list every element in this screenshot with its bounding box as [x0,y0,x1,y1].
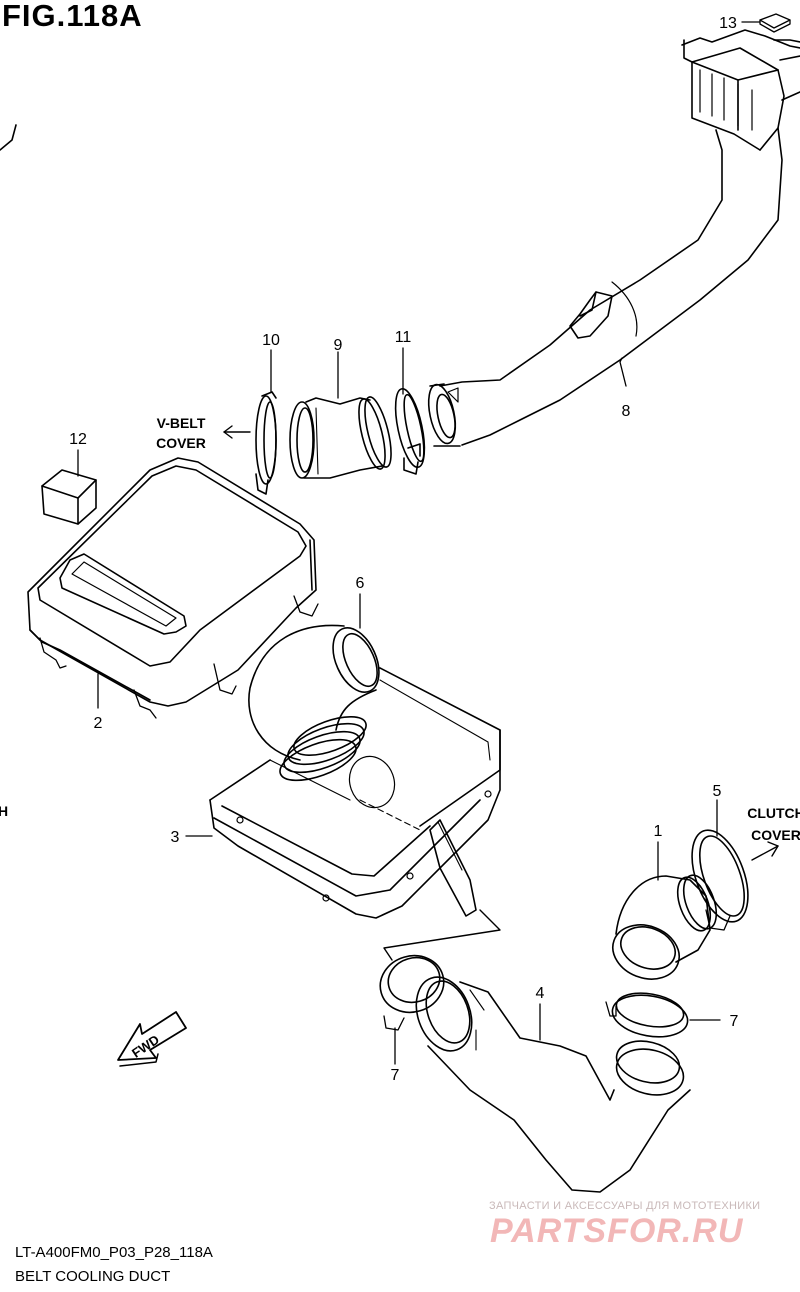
clutch-label-line1: CLUTCH [747,805,800,821]
callout-13: 13 [719,15,737,32]
part-3-tray [209,667,501,919]
direction-labels: V-BELT COVER CLUTCH COVER H [0,415,800,843]
part-11-clamp [394,387,426,475]
clutch-label-line2: COVER [751,827,800,843]
part-7-clamp-right [605,992,689,1038]
figure-name: BELT COOLING DUCT [15,1268,171,1285]
part-6-elbow [248,624,380,782]
part-9-bellows-joint [289,396,392,479]
callout-8: 8 [622,403,631,420]
vbelt-label-line2: COVER [156,435,206,451]
figure-title: FIG.118A [2,0,143,33]
part-4-lower-duct [415,976,691,1193]
watermark-line2: PARTSFOR.RU [490,1212,744,1250]
vbelt-arrow [223,425,251,439]
part-7-clamp-left [379,954,445,1031]
part-12-block [41,469,97,525]
part-1-joint [612,874,718,980]
callout-6: 6 [356,575,365,592]
part-10-clamp [255,391,277,495]
edge-letter: H [0,803,8,819]
callout-numbers: 13 8 10 9 11 12 6 2 3 1 5 4 7 7 [69,15,738,1084]
part-2-cover [27,457,319,719]
edge-fragment [0,124,17,151]
figure-code: LT-A400FM0_P03_P28_118A [15,1244,213,1261]
part-8-upper-duct [427,29,800,447]
fwd-arrow: FWD [117,1011,187,1067]
part-13-cap [759,13,791,33]
callout-9: 9 [334,337,343,354]
part-5-clamp [691,829,749,931]
callout-10: 10 [262,332,280,349]
callout-11: 11 [395,329,412,346]
callout-12: 12 [69,431,87,448]
callout-3: 3 [171,829,180,846]
clutch-arrow [751,841,779,861]
callout-4: 4 [536,985,545,1002]
callout-2: 2 [94,715,103,732]
leader-lines [77,21,761,1065]
break-line [383,909,501,961]
watermark-line1: ЗАПЧАСТИ И АКСЕССУАРЫ ДЛЯ МОТОТЕХНИКИ [489,1200,761,1212]
callout-1: 1 [654,823,663,840]
vbelt-label-line1: V-BELT [157,415,206,431]
callout-5: 5 [713,783,722,800]
callout-7-right: 7 [730,1013,739,1030]
callout-7-left: 7 [391,1067,400,1084]
